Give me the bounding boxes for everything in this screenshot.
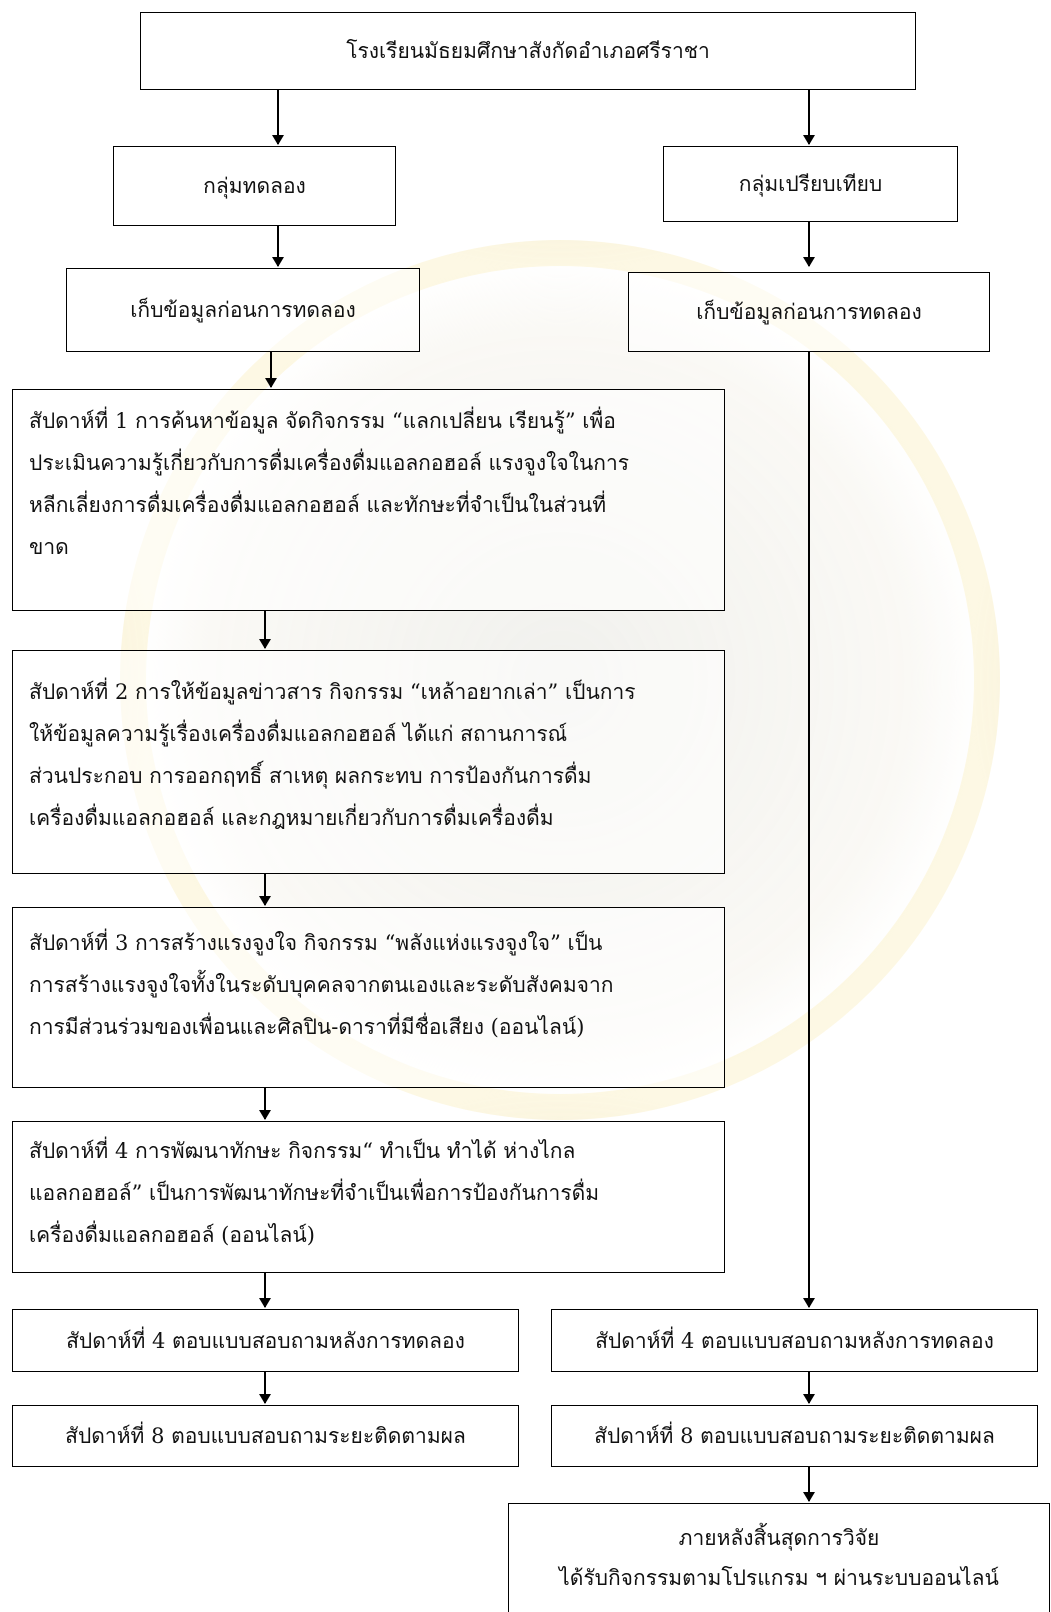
week3-line: สัปดาห์ที่ 3 การสร้างแรงจูงใจ กิจกรรม “พ… — [29, 931, 603, 955]
week2-box: สัปดาห์ที่ 2 การให้ข้อมูลข่าวสาร กิจกรรม… — [12, 650, 725, 874]
experimental-pretest-box: เก็บข้อมูลก่อนการทดลอง — [66, 268, 420, 352]
week2-line: ส่วนประกอบ การออกฤทธิ์ สาเหตุ ผลกระทบ กา… — [29, 764, 592, 788]
school-label: โรงเรียนมัธยมศึกษาสังกัดอำเภอศรีราชา — [346, 39, 710, 63]
week2-line: สัปดาห์ที่ 2 การให้ข้อมูลข่าวสาร กิจกรรม… — [29, 680, 636, 704]
comparison-pretest-label: เก็บข้อมูลก่อนการทดลอง — [696, 300, 922, 324]
week1-line: หลีกเลี่ยงการดื่มเครื่องดื่มแอลกอฮอล์ แล… — [29, 493, 607, 517]
after-research-detail: ได้รับกิจกรรมตามโปรแกรม ฯ ผ่านระบบออนไลน… — [559, 1566, 999, 1590]
school-box: โรงเรียนมัธยมศึกษาสังกัดอำเภอศรีราชา — [140, 12, 916, 90]
comparison-followup-box: สัปดาห์ที่ 8 ตอบแบบสอบถามระยะติดตามผล — [551, 1405, 1038, 1467]
experimental-posttest-box: สัปดาห์ที่ 4 ตอบแบบสอบถามหลังการทดลอง — [12, 1309, 519, 1372]
experimental-followup-label: สัปดาห์ที่ 8 ตอบแบบสอบถามระยะติดตามผล — [65, 1424, 466, 1448]
after-research-box: ภายหลังสิ้นสุดการวิจัย ได้รับกิจกรรมตามโ… — [508, 1503, 1050, 1612]
comparison-posttest-box: สัปดาห์ที่ 4 ตอบแบบสอบถามหลังการทดลอง — [551, 1309, 1038, 1372]
week1-box: สัปดาห์ที่ 1 การค้นหาข้อมูล จัดกิจกรรม “… — [12, 389, 725, 611]
week1-line: ประเมินความรู้เกี่ยวกับการดื่มเครื่องดื่… — [29, 451, 630, 475]
week1-line: ขาด — [29, 535, 69, 559]
experimental-posttest-label: สัปดาห์ที่ 4 ตอบแบบสอบถามหลังการทดลอง — [66, 1328, 465, 1353]
experimental-group-label: กลุ่มทดลอง — [203, 174, 306, 198]
comparison-pretest-box: เก็บข้อมูลก่อนการทดลอง — [628, 272, 990, 352]
week3-box: สัปดาห์ที่ 3 การสร้างแรงจูงใจ กิจกรรม “พ… — [12, 907, 725, 1088]
comparison-group-label: กลุ่มเปรียบเทียบ — [738, 172, 883, 196]
week1-line: สัปดาห์ที่ 1 การค้นหาข้อมูล จัดกิจกรรม “… — [29, 409, 616, 433]
comparison-posttest-label: สัปดาห์ที่ 4 ตอบแบบสอบถามหลังการทดลอง — [595, 1328, 994, 1353]
comparison-followup-label: สัปดาห์ที่ 8 ตอบแบบสอบถามระยะติดตามผล — [594, 1424, 995, 1448]
comparison-group-box: กลุ่มเปรียบเทียบ — [663, 146, 958, 222]
week2-line: เครื่องดื่มแอลกอฮอล์ และกฎหมายเกี่ยวกับก… — [29, 806, 554, 830]
week3-line: การมีส่วนร่วมของเพื่อนและศิลปิน-ดาราที่ม… — [29, 1015, 585, 1039]
experimental-followup-box: สัปดาห์ที่ 8 ตอบแบบสอบถามระยะติดตามผล — [12, 1405, 519, 1467]
after-research-title: ภายหลังสิ้นสุดการวิจัย — [678, 1526, 880, 1550]
week4-box: สัปดาห์ที่ 4 การพัฒนาทักษะ กิจกรรม“ ทำเป… — [12, 1121, 725, 1273]
week4-line: เครื่องดื่มแอลกอฮอล์ (ออนไลน์) — [29, 1223, 315, 1247]
week4-line: สัปดาห์ที่ 4 การพัฒนาทักษะ กิจกรรม“ ทำเป… — [29, 1139, 576, 1163]
experimental-group-box: กลุ่มทดลอง — [113, 146, 396, 226]
experimental-pretest-label: เก็บข้อมูลก่อนการทดลอง — [130, 298, 356, 322]
week2-line: ให้ข้อมูลความรู้เรื่องเครื่องดื่มแอลกอฮอ… — [29, 722, 568, 746]
week3-line: การสร้างแรงจูงใจทั้งในระดับบุคคลจากตนเอง… — [29, 973, 614, 997]
week4-line: แอลกอฮอล์” เป็นการพัฒนาทักษะที่จำเป็นเพื… — [29, 1181, 600, 1205]
